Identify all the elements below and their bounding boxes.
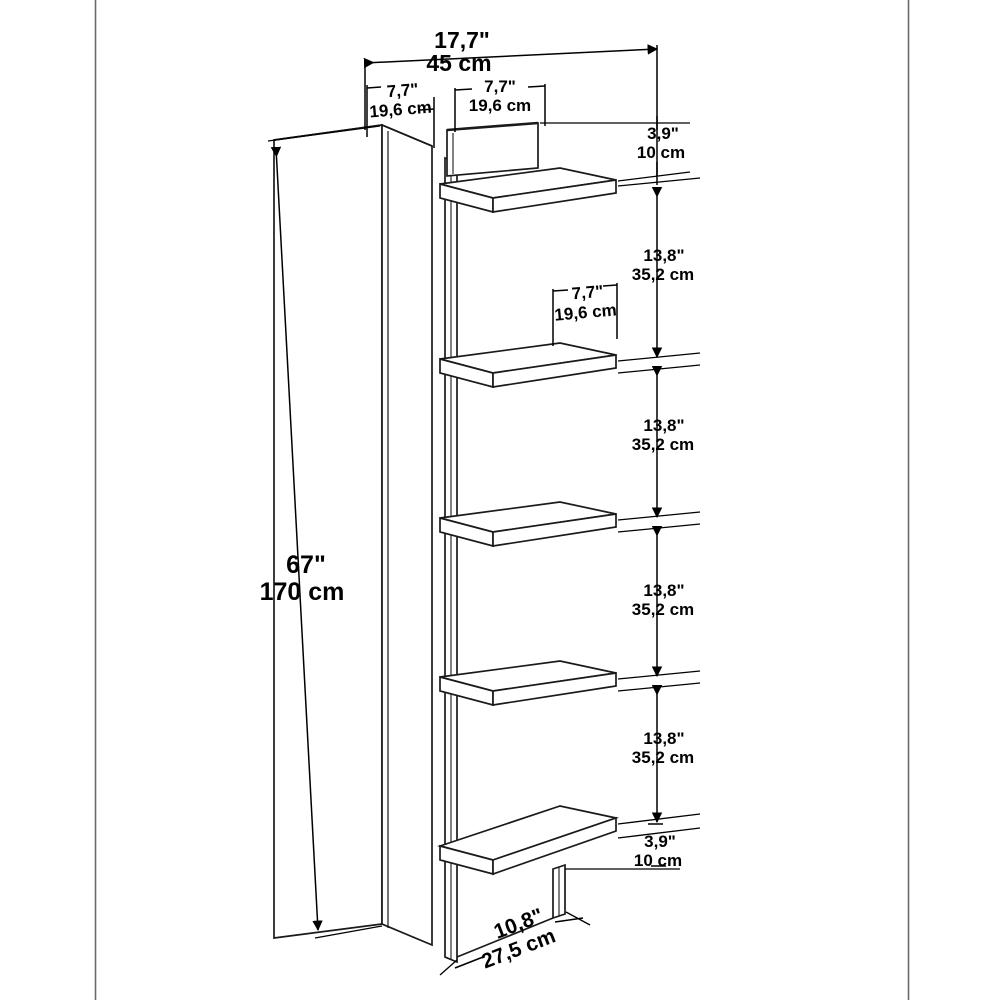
shelf-bottom-front-thickness	[492, 816, 617, 876]
shelf-3	[439, 501, 617, 548]
dim-leader-height-top	[267, 125, 381, 142]
dim-leader-height-bottom	[314, 925, 383, 939]
dim-leader-shelf4a	[617, 670, 701, 680]
label-leg-cm: 10 cm	[634, 851, 682, 870]
label-shelf-depth-mid-cm: 19,6 cm	[554, 300, 618, 324]
label-shelf-depth-mid-in: 7,7"	[571, 282, 604, 304]
label-panel-width-cm: 19,6 cm	[369, 98, 433, 122]
label-gap1-cm: 35,2 cm	[632, 265, 694, 284]
dimension-labels: 17,7" 45 cm 7,7" 19,6 cm 7,7" 19,6 cm 7,…	[260, 27, 695, 973]
shelf-bottom	[437, 805, 620, 876]
dim-leader-shelf3b	[617, 523, 701, 533]
label-gap3-cm: 35,2 cm	[632, 600, 694, 619]
dim-leg-height	[565, 823, 680, 870]
dim-leader-shelf4b	[617, 682, 701, 692]
dim-overall-height	[267, 125, 383, 939]
dim-bottom-width	[439, 911, 591, 976]
dim-tick-bottomwidth-left	[454, 956, 484, 969]
dim-ext-bottomwidth-left	[439, 959, 458, 976]
shelf-2	[439, 342, 617, 389]
dim-tick-depth-right	[527, 85, 546, 88]
dim-tick-panel-right	[419, 108, 435, 111]
side-panel-face	[273, 124, 383, 939]
dim-shelf-depth-mid	[552, 283, 618, 346]
dim-leader-shelf2b	[617, 364, 701, 374]
label-height-in: 67"	[286, 551, 326, 579]
label-back-panel-in: 3,9"	[647, 124, 679, 143]
shelf-top	[439, 167, 617, 214]
dim-line-overall-width	[363, 44, 659, 69]
dim-overall-width	[363, 44, 659, 185]
label-overall-width-in: 17,7"	[434, 27, 490, 53]
shelf-4	[439, 660, 617, 707]
dim-leader-shelf5a	[617, 813, 701, 825]
dim-leader-shelf1	[617, 177, 701, 187]
shelf-4-front-thickness	[492, 672, 617, 706]
top-back-panel-top-edge	[446, 121, 539, 132]
label-gap1-in: 13,8"	[643, 246, 684, 265]
dim-line-overall-height	[270, 146, 323, 932]
dim-leader-shelf5b	[617, 827, 701, 839]
dim-tick-panel-left	[366, 86, 382, 89]
bottom-floor-line	[456, 917, 554, 958]
shelf-3-front-thickness	[492, 513, 617, 547]
label-back-panel-cm: 10 cm	[637, 143, 685, 162]
side-panel	[273, 123, 433, 947]
label-gap4-in: 13,8"	[643, 729, 684, 748]
side-panel-edge	[381, 123, 433, 947]
top-back-panel-face	[446, 122, 539, 177]
dim-tick-depth-left	[454, 88, 473, 91]
dim-back-panel	[540, 116, 691, 182]
top-back-panel	[446, 121, 539, 177]
dim-tick-bottomwidth-right	[554, 917, 584, 923]
label-gap2-cm: 35,2 cm	[632, 435, 694, 454]
label-gap4-cm: 35,2 cm	[632, 748, 694, 767]
page-frame-lines	[94, 0, 910, 1000]
dim-chain-shelf-gaps	[617, 177, 701, 839]
dimension-lines	[267, 44, 701, 976]
dim-leader-shelf3a	[617, 511, 701, 521]
dim-shelf-depth-top	[454, 84, 546, 132]
label-height-cm: 170 cm	[260, 578, 345, 606]
dim-leader-shelf2a	[617, 352, 701, 362]
label-shelf-depth-top-cm: 19,6 cm	[469, 96, 531, 115]
shelf-top-front-thickness	[492, 179, 617, 213]
bookshelf-geometry	[273, 121, 620, 964]
shelf-2-front-thickness	[492, 354, 617, 388]
label-leg-in: 3,9"	[644, 832, 676, 851]
bottom-support-leg	[456, 863, 566, 958]
label-overall-width-cm: 45 cm	[426, 50, 491, 76]
label-gap2-in: 13,8"	[643, 416, 684, 435]
label-panel-width-in: 7,7"	[386, 80, 419, 101]
label-shelf-depth-top-in: 7,7"	[484, 77, 516, 96]
dim-tick-depthmid-right	[602, 284, 618, 287]
dim-tick-depthmid-left	[552, 289, 569, 292]
dim-leader-backpanel-bottom	[617, 171, 691, 182]
label-gap3-in: 13,8"	[643, 581, 684, 600]
